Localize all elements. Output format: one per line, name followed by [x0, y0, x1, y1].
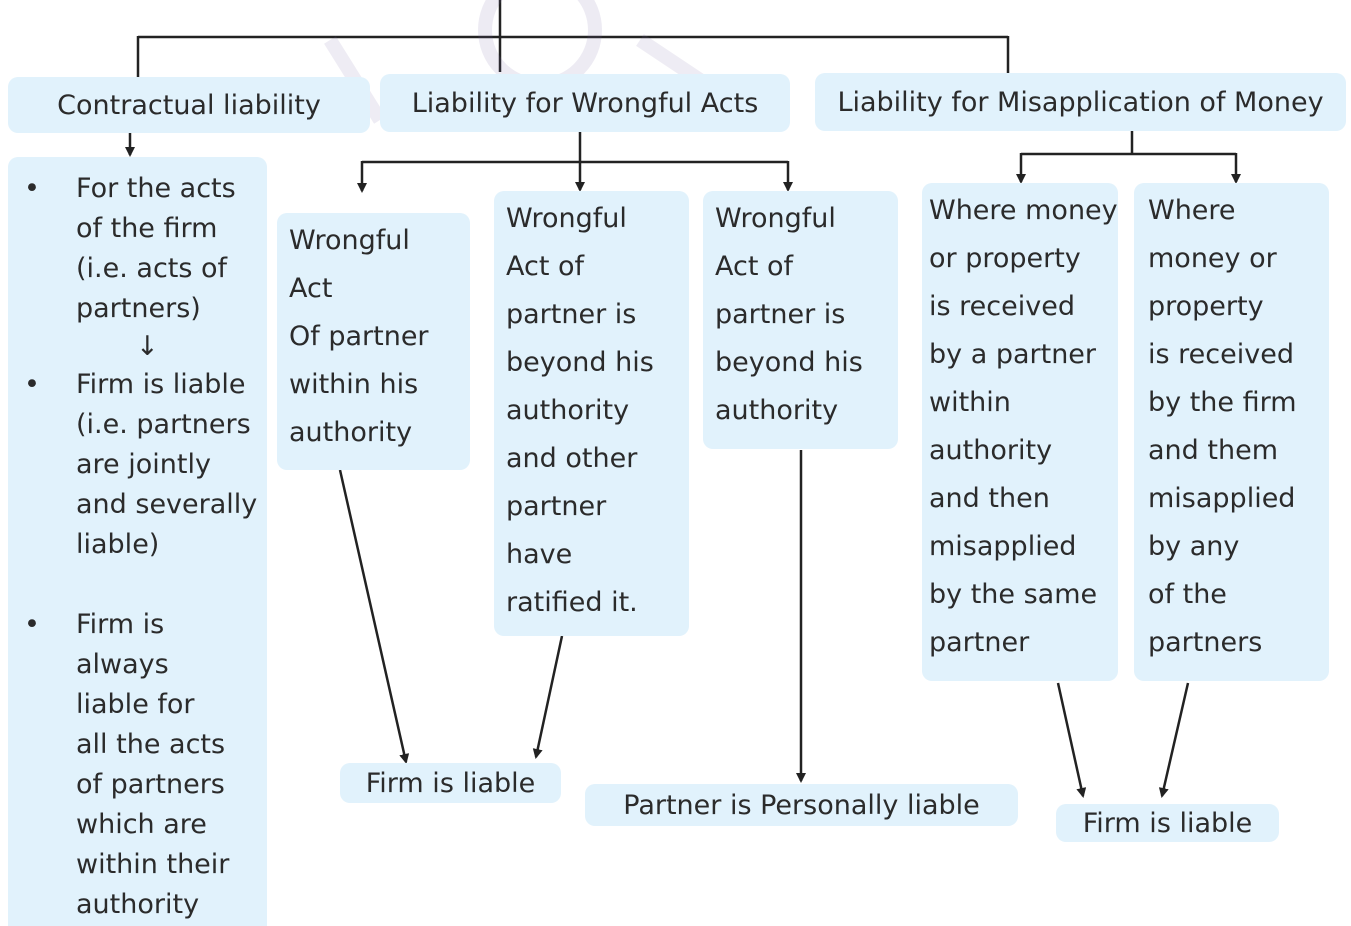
bullet-2-line-3: are jointly	[76, 449, 211, 480]
bullet-1-line-4: partners)	[76, 293, 201, 324]
same-partner-line-6: authority	[929, 435, 1053, 466]
by-firm-line-6: and them	[1148, 435, 1278, 466]
bullet-1-line-3: (i.e. acts of	[76, 253, 228, 284]
by-firm-line-10: partners	[1148, 627, 1263, 658]
partner-personally-liable-result: Partner is Personally liable	[585, 784, 1018, 826]
contractual-detail-box: •For the acts of the firm (i.e. acts of par…	[8, 157, 267, 926]
ratified-line-8: have	[506, 539, 573, 570]
within-line-1: Wrongful	[289, 225, 410, 256]
bullet-dot: •	[24, 609, 40, 640]
bullet-2-line-4: and severally	[76, 489, 258, 520]
same-partner-line-10: partner	[929, 627, 1030, 658]
within-line-3: Of partner	[289, 321, 429, 352]
ratified-line-3: partner is	[506, 299, 637, 330]
by-firm-line-2: money or	[1148, 243, 1277, 274]
same-partner-line-4: by a partner	[929, 339, 1097, 370]
arrow-ratified-to-firm-liable	[532, 635, 564, 759]
same-partner-line-3: is received	[929, 291, 1075, 322]
ratified-line-2: Act of	[506, 251, 585, 282]
spacer	[8, 565, 267, 605]
by-firm-line-5: by the firm	[1148, 387, 1297, 418]
ratified-line-6: and other	[506, 443, 638, 474]
firm-liable-result-1: Firm is liable	[340, 763, 561, 803]
ratified-line-9: ratified it.	[506, 587, 638, 618]
contractual-liability-box: Contractual liability	[8, 77, 370, 133]
bullet-2-line-2: (i.e. partners	[76, 409, 251, 440]
beyond-line-5: authority	[715, 395, 839, 426]
down-arrow-icon: ↓	[136, 331, 159, 362]
bullet-3-line-2: always	[76, 649, 169, 680]
arrow-same-partner-to-firm-liable	[1056, 682, 1087, 798]
misapplied-by-firm-box: Where money or property is received by the f…	[1134, 183, 1329, 681]
bullet-2-line-5: liable)	[76, 529, 160, 560]
ratified-line-1: Wrongful	[506, 203, 627, 234]
bullet-3-line-8: authority	[76, 889, 200, 920]
bullet-dot: •	[24, 173, 40, 204]
by-firm-line-3: property	[1148, 291, 1264, 322]
by-firm-line-8: by any	[1148, 531, 1240, 562]
wrongful-acts-box: Liability for Wrongful Acts	[380, 74, 790, 132]
same-partner-line-8: misapplied	[929, 531, 1077, 562]
same-partner-line-1: Where money	[929, 195, 1118, 226]
bullet-2-line-1: •Firm is liable	[8, 365, 267, 405]
by-firm-line-7: misapplied	[1148, 483, 1296, 514]
same-partner-line-2: or property	[929, 243, 1081, 274]
beyond-line-2: Act of	[715, 251, 794, 282]
beyond-line-4: beyond his	[715, 347, 863, 378]
beyond-line-1: Wrongful	[715, 203, 836, 234]
bullet-1-line-2: of the firm	[76, 213, 218, 244]
beyond-line-3: partner is	[715, 299, 846, 330]
bullet-dot: •	[24, 369, 40, 400]
by-firm-line-9: of the	[1148, 579, 1227, 610]
arrow-by-firm-to-firm-liable	[1158, 682, 1190, 798]
same-partner-line-9: by the same	[929, 579, 1098, 610]
misapplication-box: Liability for Misapplication of Money	[815, 73, 1346, 131]
bullet-3-line-5: of partners	[76, 769, 225, 800]
within-line-2: Act	[289, 273, 333, 304]
ratified-line-7: partner	[506, 491, 607, 522]
misapplied-same-partner-box: Where money or property is received by a pa…	[922, 183, 1118, 681]
by-firm-line-4: is received	[1148, 339, 1294, 370]
bullet-3-line-4: all the acts	[76, 729, 226, 760]
within-line-4: within his	[289, 369, 419, 400]
firm-liable-result-2: Firm is liable	[1056, 804, 1279, 842]
bullet-3-line-3: liable for	[76, 689, 195, 720]
bullet-3-line-1: •Firm is	[8, 605, 267, 645]
bullet-1-line-1: •For the acts	[8, 169, 267, 209]
arrow-within-to-firm-liable	[338, 469, 410, 764]
within-line-5: authority	[289, 417, 413, 448]
bullet-3-line-7: within their	[76, 849, 230, 880]
ratified-line-5: authority	[506, 395, 630, 426]
bullet-3-line-6: which are	[76, 809, 207, 840]
ratified-line-4: beyond his	[506, 347, 654, 378]
same-partner-line-5: within	[929, 387, 1011, 418]
by-firm-line-1: Where	[1148, 195, 1236, 226]
same-partner-line-7: and then	[929, 483, 1050, 514]
